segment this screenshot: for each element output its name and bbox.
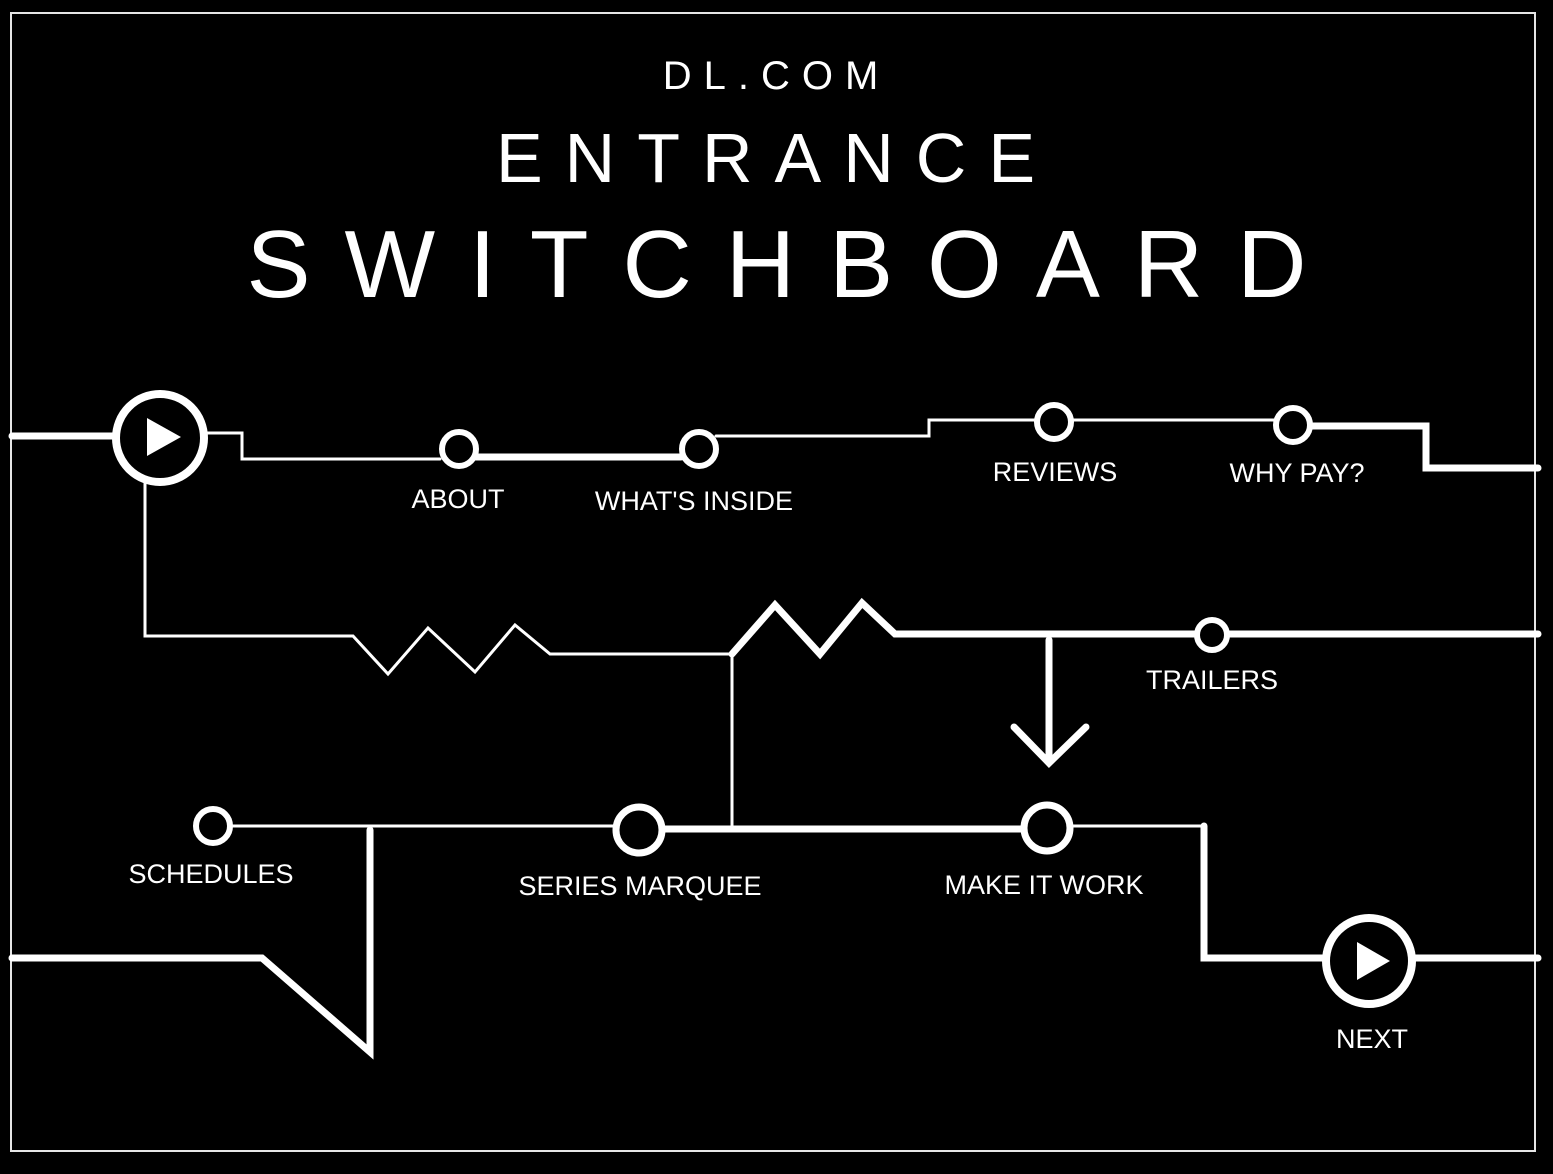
schedules-node-icon [193,806,233,846]
brand-title: DL.COM [662,54,891,98]
wire-lower-right [1200,822,1329,962]
schedules-label: SCHEDULES [128,859,293,889]
wire-top-a [203,431,442,461]
make-it-work-node-icon [1020,801,1074,855]
node-about[interactable]: ABOUT [411,429,505,514]
series-marquee-node-icon [612,803,666,857]
node-make-it-work[interactable]: MAKE IT WORK [944,801,1144,900]
reviews-node-icon [1034,402,1074,442]
wire-top-b [714,418,1038,438]
node-series-marquee[interactable]: SERIES MARQUEE [518,803,762,901]
reviews-label: REVIEWS [993,457,1118,487]
wire-lower-hook [8,826,374,1060]
switchboard-heading: SWITCHBOARD [246,211,1341,318]
why-pay-node-icon [1273,405,1313,445]
node-reviews[interactable]: REVIEWS [993,402,1118,487]
arrow-down-icon [1010,723,1090,768]
play-icon [147,418,181,456]
about-node-icon [439,429,479,469]
node-trailers[interactable]: TRAILERS [1146,617,1278,695]
wire-middle-zigzag [728,597,1200,660]
why-pay-label: WHY PAY? [1229,458,1364,488]
trailers-node-icon [1194,617,1230,653]
make-it-work-label: MAKE IT WORK [944,870,1143,900]
whats-inside-label: WHAT'S INSIDE [595,486,793,516]
whats-inside-node-icon [679,429,719,469]
node-why-pay[interactable]: WHY PAY? [1229,405,1365,488]
page-frame [10,12,1536,1152]
play-icon [1357,942,1390,980]
next-label: NEXT [1336,1024,1408,1054]
trailers-label: TRAILERS [1146,665,1278,695]
entrance-heading: ENTRANCE [495,119,1058,197]
node-schedules[interactable]: SCHEDULES [128,806,294,889]
series-marquee-label: SERIES MARQUEE [518,871,761,901]
wire-middle-left [143,478,734,677]
start-play-button[interactable] [112,390,208,486]
wire-top-right [1307,422,1542,472]
node-whats-inside[interactable]: WHAT'S INSIDE [595,429,793,516]
about-label: ABOUT [411,484,504,514]
next-play-button[interactable]: NEXT [1322,914,1416,1054]
